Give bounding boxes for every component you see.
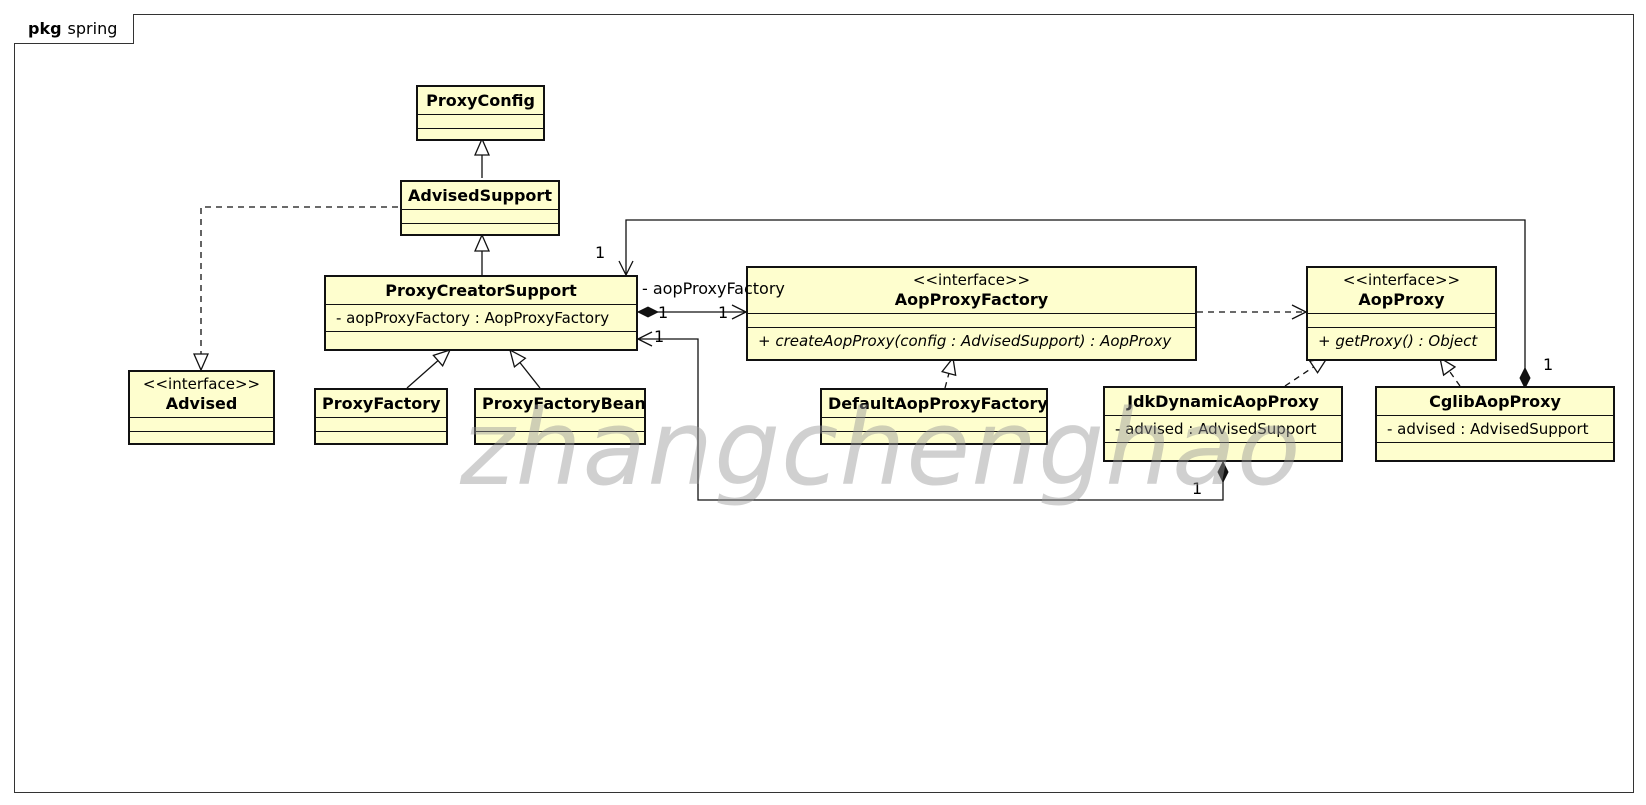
generalization-proxyfactory-proxycreatorsupport: [406, 350, 450, 389]
operation-compartment: [822, 431, 1046, 445]
stereotype-label: <<interface>>: [912, 271, 1031, 289]
operation-compartment: [326, 331, 636, 349]
class-advisedsupport[interactable]: AdvisedSupport: [400, 180, 560, 236]
attribute-compartment: [130, 417, 273, 431]
class-name: ProxyFactory: [322, 394, 441, 413]
class-proxycreatorsupport[interactable]: ProxyCreatorSupport - aopProxyFactory : …: [324, 275, 638, 351]
interface-aopproxyfactory[interactable]: <<interface>> AopProxyFactory + createAo…: [746, 266, 1197, 361]
class-cglibaopproxy[interactable]: CglibAopProxy - advised : AdvisedSupport: [1375, 386, 1615, 462]
operation-compartment: [1377, 442, 1613, 460]
attribute-row: - advised : AdvisedSupport: [1105, 415, 1341, 442]
operation-compartment: [476, 431, 644, 445]
class-name: ProxyFactoryBean: [482, 394, 646, 413]
multiplicity-label: 1: [595, 243, 606, 262]
package-name: spring: [67, 19, 118, 38]
attribute-compartment: [476, 417, 644, 431]
operation-row: + createAopProxy(config : AdvisedSupport…: [748, 327, 1195, 359]
multiplicity-label: 1: [1192, 479, 1203, 498]
class-jdkdynamicaopproxy[interactable]: JdkDynamicAopProxy - advised : AdvisedSu…: [1103, 386, 1343, 462]
class-name: CglibAopProxy: [1429, 392, 1561, 411]
multiplicity-label: 1: [658, 303, 669, 322]
class-name: JdkDynamicAopProxy: [1127, 392, 1319, 411]
role-label-aopproxyfactory: - aopProxyFactory: [642, 279, 785, 298]
attribute-compartment: [402, 209, 558, 223]
operation-row: + getProxy() : Object: [1308, 327, 1495, 359]
attribute-compartment: [748, 313, 1195, 327]
package-keyword: pkg: [28, 19, 62, 38]
class-proxyfactorybean[interactable]: ProxyFactoryBean: [474, 388, 646, 445]
class-name: Advised: [165, 394, 238, 413]
operation-compartment: [130, 431, 273, 445]
attribute-compartment: [1308, 313, 1495, 327]
stereotype-label: <<interface>>: [142, 375, 261, 393]
operation-compartment: [418, 128, 543, 142]
realization-cglib-aopproxy: [1440, 358, 1461, 387]
interface-advised[interactable]: <<interface>> Advised: [128, 370, 275, 445]
operation-compartment: [1105, 442, 1341, 460]
class-defaultaopproxyfactory[interactable]: DefaultAopProxyFactory: [820, 388, 1048, 445]
class-name: DefaultAopProxyFactory: [828, 394, 1048, 413]
attribute-compartment: [418, 114, 543, 128]
multiplicity-label: 1: [718, 303, 729, 322]
class-name: ProxyConfig: [426, 91, 535, 110]
multiplicity-label: 1: [1543, 355, 1554, 374]
class-name: AopProxyFactory: [894, 290, 1049, 309]
class-proxyfactory[interactable]: ProxyFactory: [314, 388, 448, 445]
composition-cglib-pcs: [626, 219, 1525, 388]
generalization-proxyfactorybean-proxycreatorsupport: [510, 350, 541, 389]
class-name: AopProxy: [1358, 290, 1445, 309]
operation-compartment: [316, 431, 446, 445]
interface-aopproxy[interactable]: <<interface>> AopProxy + getProxy() : Ob…: [1306, 266, 1497, 361]
attribute-compartment: [822, 417, 1046, 431]
realization-jdk-aopproxy: [1284, 358, 1327, 387]
attribute-row: - advised : AdvisedSupport: [1377, 415, 1613, 442]
composition-jdk-pcs: [638, 339, 1223, 501]
attribute-row: - aopProxyFactory : AopProxyFactory: [326, 304, 636, 331]
package-tab: pkg spring: [14, 14, 135, 44]
attribute-compartment: [316, 417, 446, 431]
realization-default-aopproxyfactory: [945, 358, 953, 389]
operation-compartment: [402, 223, 558, 237]
package-frame: [14, 14, 1634, 793]
multiplicity-label: 1: [654, 327, 665, 346]
class-name: AdvisedSupport: [408, 186, 552, 205]
stereotype-label: <<interface>>: [1342, 271, 1461, 289]
class-proxyconfig[interactable]: ProxyConfig: [416, 85, 545, 141]
class-name: ProxyCreatorSupport: [385, 281, 577, 300]
